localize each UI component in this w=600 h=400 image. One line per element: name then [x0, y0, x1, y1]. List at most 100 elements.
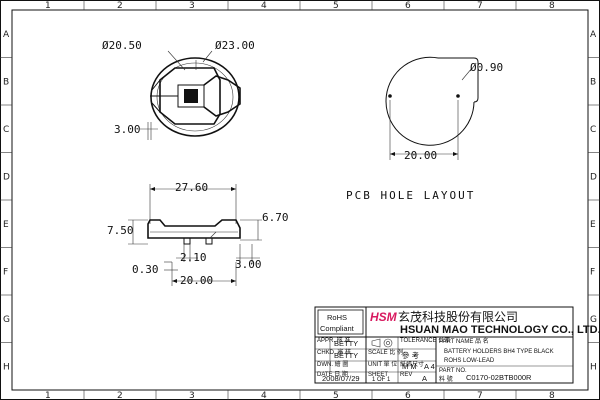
leader-hole-dia	[461, 67, 473, 81]
sheet-value: 1 OF 1	[372, 377, 391, 383]
pcb-tab	[438, 57, 479, 103]
leader-inner-dia	[167, 50, 186, 71]
pcb-hole-layout: Ø0.90 20.00 PCB HOLE LAYOUT	[346, 56, 503, 202]
row-label-right: H	[590, 362, 597, 372]
projection-symbol-icon	[371, 338, 393, 348]
column-label-top: 8	[549, 1, 555, 11]
side-view: 27.60 7.50 6.70 2.10 0.30 3.00	[107, 181, 289, 287]
row-label-left: D	[3, 172, 10, 182]
unit-label: UNIT 單 位	[368, 360, 397, 368]
row-label-right: A	[590, 30, 597, 40]
tolerance-label: TOLERANCE 公差	[400, 336, 450, 344]
pcb-hole-left	[388, 94, 392, 98]
leader-outer-dia	[202, 50, 213, 63]
company-name-en: HSUAN MAO TECHNOLOGY CO., LTD.	[400, 324, 600, 336]
dim-length: 27.60	[175, 181, 208, 194]
row-label-left: H	[3, 362, 10, 372]
scale-label: SCALE 比 例	[368, 348, 403, 356]
dim-offset: 3.00	[114, 123, 141, 136]
column-label-top: 2	[117, 1, 123, 11]
pcb-hole-right	[456, 94, 460, 98]
part-no-cn-label: 料 號	[439, 375, 453, 383]
column-label-top: 6	[405, 1, 411, 11]
column-label-bottom: 1	[45, 391, 51, 400]
dim-pitch: 20.00	[404, 149, 437, 162]
chkd-name: BETTY	[334, 351, 358, 360]
date-label: DATE 日 期	[317, 370, 348, 378]
row-label-right: C	[590, 125, 596, 135]
row-label-left: F	[3, 267, 8, 277]
row-label-left: B	[3, 77, 9, 87]
row-labels-left: A B C D E F G H	[0, 30, 12, 372]
dim-tail: 3.00	[235, 258, 262, 271]
title-block-frame	[314, 306, 574, 384]
dim-inner-diameter: Ø20.50	[102, 39, 142, 52]
title-block: RoHS Compliant HSM 玄茂科技股份有限公司 HSUAN MAO …	[314, 306, 600, 384]
column-label-bottom: 3	[189, 391, 195, 400]
row-label-left: C	[3, 125, 9, 135]
dim-outer-diameter: Ø23.00	[215, 39, 255, 52]
dim-pin-width: 2.10	[180, 251, 207, 264]
column-label-top: 4	[261, 1, 267, 11]
column-label-bottom: 7	[477, 391, 483, 400]
rohs-badge	[317, 309, 364, 335]
column-label-bottom: 4	[261, 391, 267, 400]
dim-base: 20.00	[180, 274, 213, 287]
company-logo: HSM	[370, 310, 398, 324]
rev-value: A	[422, 374, 427, 383]
part-no-value: C0170-02BTB000R	[466, 373, 532, 382]
column-label-top: 5	[333, 1, 339, 11]
column-label-bottom: 5	[333, 391, 339, 400]
unit-value: M M	[402, 362, 417, 371]
paper-size-label: 紙張尺寸	[400, 360, 424, 368]
top-view: Ø20.50 Ø23.00 3.00	[102, 39, 255, 140]
pcb-layout-caption: PCB HOLE LAYOUT	[346, 189, 475, 202]
dim-height: 7.50	[107, 224, 134, 237]
holder-outer-outline	[150, 57, 240, 137]
row-label-right: B	[590, 77, 596, 87]
row-label-left: E	[3, 220, 9, 230]
appr-name: BETTY	[334, 339, 358, 348]
column-label-bottom: 6	[405, 391, 411, 400]
column-label-top: 7	[477, 1, 483, 11]
column-label-top: 1	[45, 1, 51, 11]
clip-edge	[151, 79, 161, 113]
row-label-right: D	[590, 172, 597, 182]
part-name-line-1: BATTERY HOLDERS BH4 TYPE BLACK	[444, 349, 554, 355]
date-value: 2008/07/29	[322, 374, 360, 383]
row-label-left: A	[3, 30, 10, 40]
column-labels-top: 1 2 3 4 5 6 7 8	[45, 0, 555, 11]
part-name-label: PART NAME 品 名	[439, 337, 489, 345]
appr-label: APPR. 核 准	[317, 336, 350, 344]
row-label-left: G	[3, 315, 10, 325]
side-pin-right	[205, 237, 213, 245]
holder-inner-outline	[156, 62, 234, 132]
column-labels-bottom: 1 2 3 4 5 6 7 8	[45, 390, 555, 400]
side-pin-left	[183, 237, 191, 245]
column-label-top: 3	[189, 1, 195, 11]
column-label-bottom: 2	[117, 391, 123, 400]
rev-label: REV	[400, 372, 412, 378]
side-detail	[209, 231, 217, 239]
sheet-label: SHEET	[368, 372, 388, 378]
dim-pin-length: 6.70	[262, 211, 289, 224]
dim-hole-diameter: Ø0.90	[470, 61, 503, 74]
company-name-cn: 玄茂科技股份有限公司	[398, 309, 518, 324]
row-labels-right: A B C D E F G H	[588, 30, 600, 372]
terminal-tab	[203, 75, 241, 117]
part-no-label: PART NO.	[439, 368, 467, 374]
row-label-right: G	[590, 315, 597, 325]
row-label-right: F	[590, 267, 595, 277]
rohs-line-2: Compliant	[320, 324, 355, 333]
part-name-line-2: ROHS LOW-LEAD	[444, 358, 495, 364]
contact-point	[184, 89, 198, 103]
rohs-line-1: RoHS	[327, 313, 347, 322]
scale-value: 參 考	[402, 350, 420, 360]
chkd-label: CHKD. 審 核	[317, 348, 351, 356]
dwn-label: DWN. 繪 圖	[317, 360, 348, 368]
paper-size-value: A 4	[424, 362, 435, 371]
column-label-bottom: 8	[549, 391, 555, 400]
pcb-outline	[385, 56, 475, 146]
row-label-right: E	[590, 220, 596, 230]
